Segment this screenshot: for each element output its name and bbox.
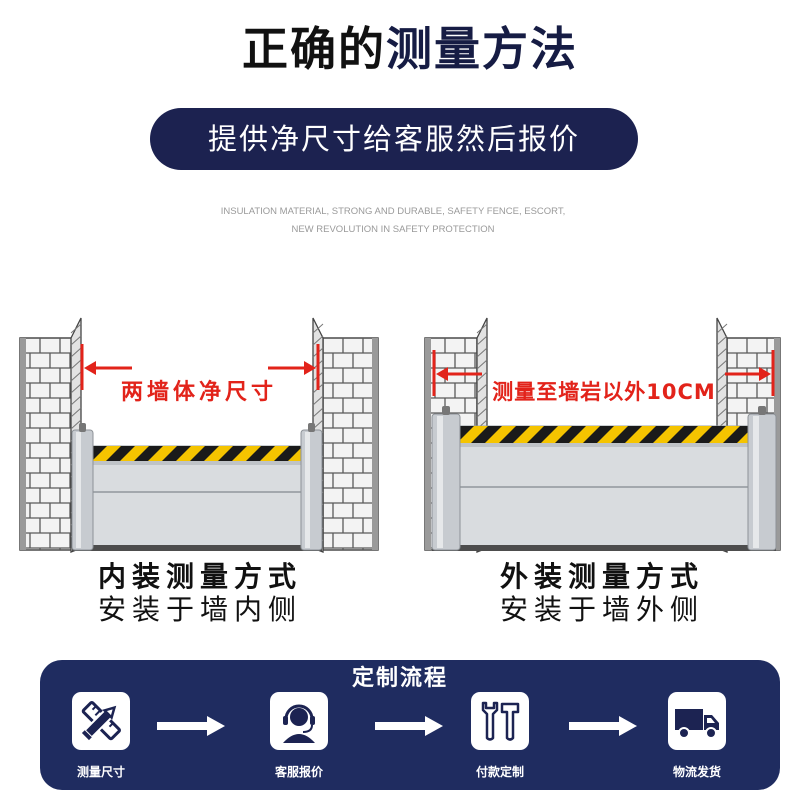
- process-arrow: [569, 716, 637, 736]
- hazard-stripes: [460, 426, 748, 443]
- flood-barrier: [431, 406, 777, 551]
- wall-side-shade: [372, 338, 378, 550]
- agent-body: [283, 734, 315, 743]
- headset-mic: [302, 724, 313, 733]
- measure-label: 测量至墙岩以外10CM: [492, 380, 716, 404]
- arrowhead-right: [304, 361, 316, 375]
- barrier-base: [432, 545, 776, 551]
- outer-install-caption-title: 外装测量方式: [499, 560, 704, 593]
- wall-side-shade: [425, 338, 431, 550]
- wrench-shape: [481, 701, 499, 741]
- barrier-post-left: [431, 413, 461, 551]
- headset-ear-left: [283, 716, 288, 725]
- outer-install-caption-sub: 安装于墙外侧: [499, 593, 704, 626]
- agent-head: [290, 708, 308, 726]
- post-bolt: [79, 423, 86, 432]
- post-bolt: [442, 406, 450, 415]
- tagline-line2: NEW REVOLUTION IN SAFETY PROTECTION: [291, 224, 495, 235]
- brick-mortar: [20, 338, 75, 550]
- step-label-shipping: 物流发货: [672, 765, 721, 779]
- process-title: 定制流程: [351, 666, 448, 691]
- step-label-payment: 付款定制: [475, 765, 524, 779]
- ruler-pencil-icon: [81, 701, 121, 741]
- wall-side-shade: [20, 338, 26, 550]
- measurement-diagrams: 两墙体净尺寸: [19, 317, 781, 553]
- pencil-end: [81, 730, 92, 741]
- page-title: 正确的测量方法: [230, 16, 590, 82]
- truck-wheel-front: [705, 727, 717, 739]
- arrow-right-icon: [569, 716, 637, 736]
- outer-install-diagram: 测量至墙岩以外10CM: [424, 317, 781, 553]
- measure-indicator: 测量至墙岩以外10CM: [432, 350, 775, 404]
- wrench-hammer-icon: [481, 701, 520, 741]
- step-measure-icon-box: [72, 692, 130, 750]
- barrier-post-left: [71, 429, 94, 551]
- step-label-measure: 测量尺寸: [76, 765, 125, 779]
- step-quote-icon-box: [270, 692, 328, 750]
- arrow-shape: [375, 716, 443, 736]
- post-highlight: [753, 416, 759, 548]
- hazard-stripe-band: [93, 446, 301, 461]
- pencil-tip: [102, 705, 117, 720]
- wall-side-shade: [774, 338, 780, 550]
- truck-cargo: [675, 709, 703, 730]
- post-highlight: [76, 432, 81, 548]
- inner-install-caption-title: 内装测量方式: [97, 560, 302, 593]
- wall-body: [19, 337, 76, 551]
- truck-window: [707, 718, 715, 723]
- arrow-right-icon: [157, 716, 225, 736]
- arrowhead-left: [84, 361, 96, 375]
- measure-indicator: 两墙体净尺寸: [80, 344, 320, 405]
- headset-band: [284, 704, 314, 720]
- page-title-part2: 测量方法: [386, 22, 578, 76]
- truck-icon: [675, 709, 719, 739]
- step-label-quote: 客服报价: [274, 765, 323, 779]
- post-bolt: [308, 423, 315, 432]
- headset-ear-right: [310, 716, 315, 725]
- step-payment-icon-box: [471, 692, 529, 750]
- hammer-shape: [500, 702, 520, 741]
- post-highlight: [305, 432, 310, 548]
- right-brick-wall: [312, 317, 379, 553]
- instruction-banner: 提供净尺寸给客服然后报价: [150, 108, 638, 170]
- truck-wheel-rear: [678, 727, 690, 739]
- process-arrow: [157, 716, 225, 736]
- hazard-stripes: [93, 446, 301, 461]
- arrow-right-icon: [375, 716, 443, 736]
- arrowhead-right: [759, 367, 771, 381]
- customer-service-icon: [283, 704, 315, 743]
- inner-install-diagram: 两墙体净尺寸: [19, 317, 379, 553]
- post-bolt: [758, 406, 766, 415]
- post-highlight: [437, 416, 443, 548]
- hazard-stripe-band: [460, 426, 748, 443]
- flood-barrier: [71, 423, 323, 551]
- custom-process-panel: 定制流程: [40, 660, 780, 790]
- step-shipping-icon-box: [668, 692, 726, 750]
- arrowhead-left: [436, 367, 448, 381]
- inner-install-caption-sub: 安装于墙内侧: [97, 593, 302, 626]
- process-arrow: [375, 716, 443, 736]
- barrier-panel-shade: [460, 443, 748, 447]
- pencil-shape: [81, 705, 117, 741]
- barrier-panel-shade: [93, 461, 301, 465]
- arrow-shape: [569, 716, 637, 736]
- measure-label: 两墙体净尺寸: [121, 379, 277, 405]
- barrier-post-right: [747, 413, 777, 551]
- barrier-post-right: [300, 429, 323, 551]
- page-title-part1: 正确的: [242, 22, 386, 76]
- barrier-base: [72, 545, 322, 551]
- arrow-shape: [157, 716, 225, 736]
- wall-body: [322, 337, 379, 551]
- tagline-line1: INSULATION MATERIAL, STRONG AND DURABLE,…: [220, 206, 566, 217]
